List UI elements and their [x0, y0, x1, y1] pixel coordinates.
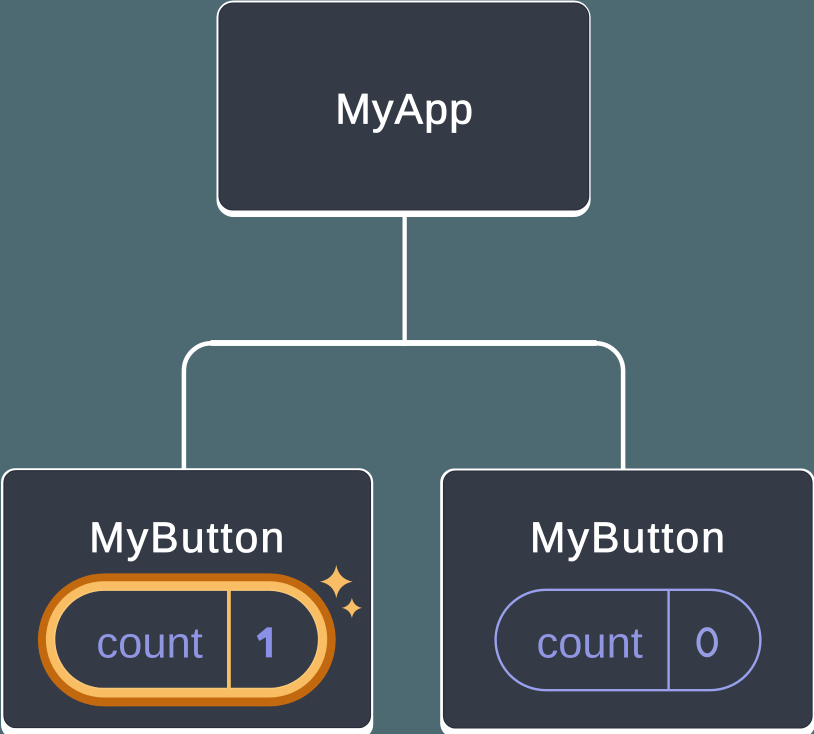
- svg-text:MyButton: MyButton: [530, 515, 727, 562]
- svg-text:count: count: [96, 619, 202, 667]
- svg-text:MyApp: MyApp: [335, 86, 474, 133]
- svg-text:MyButton: MyButton: [89, 515, 286, 562]
- svg-text:count: count: [536, 619, 642, 667]
